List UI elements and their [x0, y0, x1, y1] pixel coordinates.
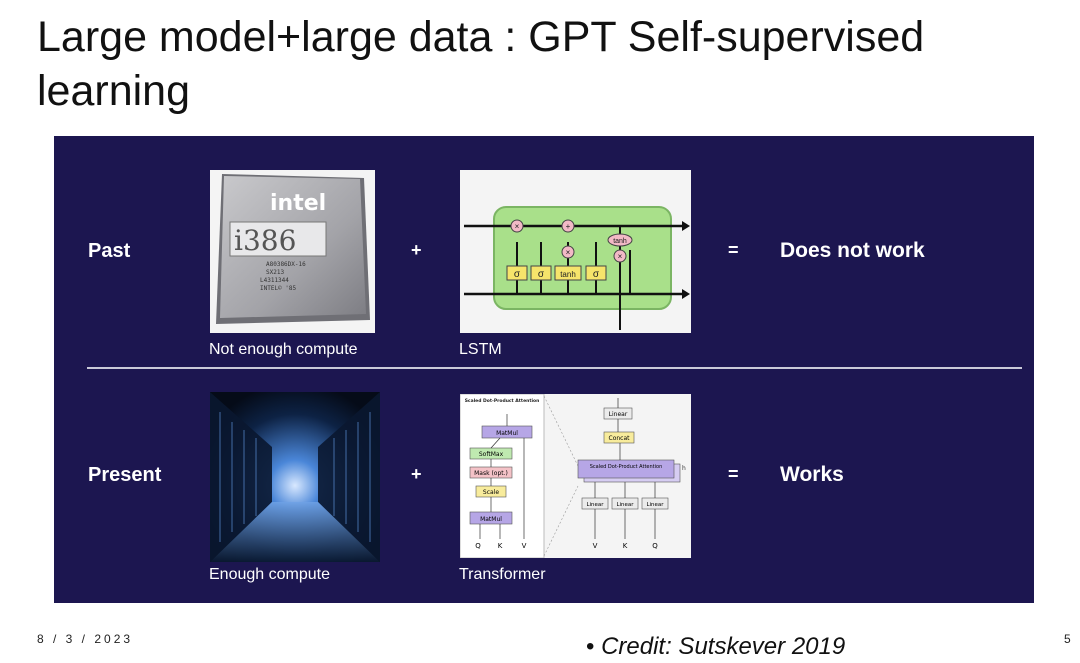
svg-text:L4311344: L4311344: [260, 277, 289, 284]
comparison-panel: Past intel i386 A80386DX-16 SX213 L43113…: [54, 136, 1034, 603]
credit-bullet: •: [586, 633, 595, 660]
svg-text:K: K: [623, 542, 628, 550]
row-label-present: Present: [88, 464, 162, 486]
svg-text:+: +: [566, 222, 571, 231]
svg-text:tanh: tanh: [613, 238, 627, 245]
svg-text:Linear: Linear: [616, 502, 634, 508]
svg-text:INTEL© '85: INTEL© '85: [260, 285, 297, 292]
svg-text:MatMul: MatMul: [480, 516, 502, 523]
svg-text:V: V: [522, 542, 527, 550]
plus-sign-present: +: [411, 464, 422, 484]
svg-text:h: h: [682, 465, 686, 472]
plus-sign-past: +: [411, 240, 422, 260]
svg-text:×: ×: [566, 248, 571, 257]
caption-lstm: LSTM: [459, 341, 502, 358]
svg-text:Linear: Linear: [609, 411, 628, 418]
svg-text:σ: σ: [538, 269, 545, 280]
svg-text:σ: σ: [514, 269, 521, 280]
slide-date: 8 / 3 / 2023: [37, 632, 134, 646]
sdpa-title: Scaled Dot-Product Attention: [465, 398, 540, 404]
transformer-attention-diagram: Scaled Dot-Product Attention MatMul Soft…: [460, 394, 691, 558]
result-does-not-work: Does not work: [780, 239, 925, 262]
svg-text:Mask (opt.): Mask (opt.): [474, 470, 508, 477]
svg-text:Scale: Scale: [483, 489, 499, 496]
lstm-diagram: σ σ tanh σ × + × × tanh: [460, 170, 691, 333]
caption-not-enough-compute: Not enough compute: [209, 341, 358, 358]
caption-transformer: Transformer: [459, 566, 546, 583]
svg-text:Linear: Linear: [586, 502, 604, 508]
svg-text:Q: Q: [652, 542, 658, 550]
svg-text:SoftMax: SoftMax: [479, 451, 504, 458]
svg-text:Concat: Concat: [609, 435, 631, 442]
svg-text:tanh: tanh: [560, 270, 576, 279]
svg-text:Q: Q: [475, 542, 481, 550]
page-number: 5: [1064, 632, 1071, 646]
svg-text:σ: σ: [593, 269, 600, 280]
result-works: Works: [780, 463, 844, 486]
credit-text: Credit: Sutskever 2019: [601, 633, 846, 660]
svg-text:MatMul: MatMul: [496, 430, 518, 437]
datacenter-image: [210, 392, 380, 562]
svg-text:A80386DX-16: A80386DX-16: [266, 261, 306, 268]
slide-title: Large model+large data : GPT Self-superv…: [37, 13, 925, 115]
svg-text:V: V: [593, 542, 598, 550]
intel-386-chip-image: intel i386 A80386DX-16 SX213 L4311344 IN…: [210, 170, 375, 333]
svg-text:SX213: SX213: [266, 269, 284, 276]
svg-text:Scaled Dot-Product Attention: Scaled Dot-Product Attention: [590, 464, 663, 470]
equals-sign-present: =: [728, 464, 739, 484]
row-divider: [87, 367, 1022, 369]
equals-sign-past: =: [728, 240, 739, 260]
credit-note: • Credit: Sutskever 2019: [586, 633, 845, 661]
svg-text:Linear: Linear: [646, 502, 664, 508]
chip-brand-text: intel: [270, 191, 326, 216]
row-label-past: Past: [88, 240, 131, 262]
svg-text:×: ×: [618, 252, 623, 261]
svg-text:×: ×: [515, 222, 520, 231]
svg-text:K: K: [498, 542, 503, 550]
caption-enough-compute: Enough compute: [209, 566, 330, 583]
chip-model-text: i386: [234, 224, 296, 257]
